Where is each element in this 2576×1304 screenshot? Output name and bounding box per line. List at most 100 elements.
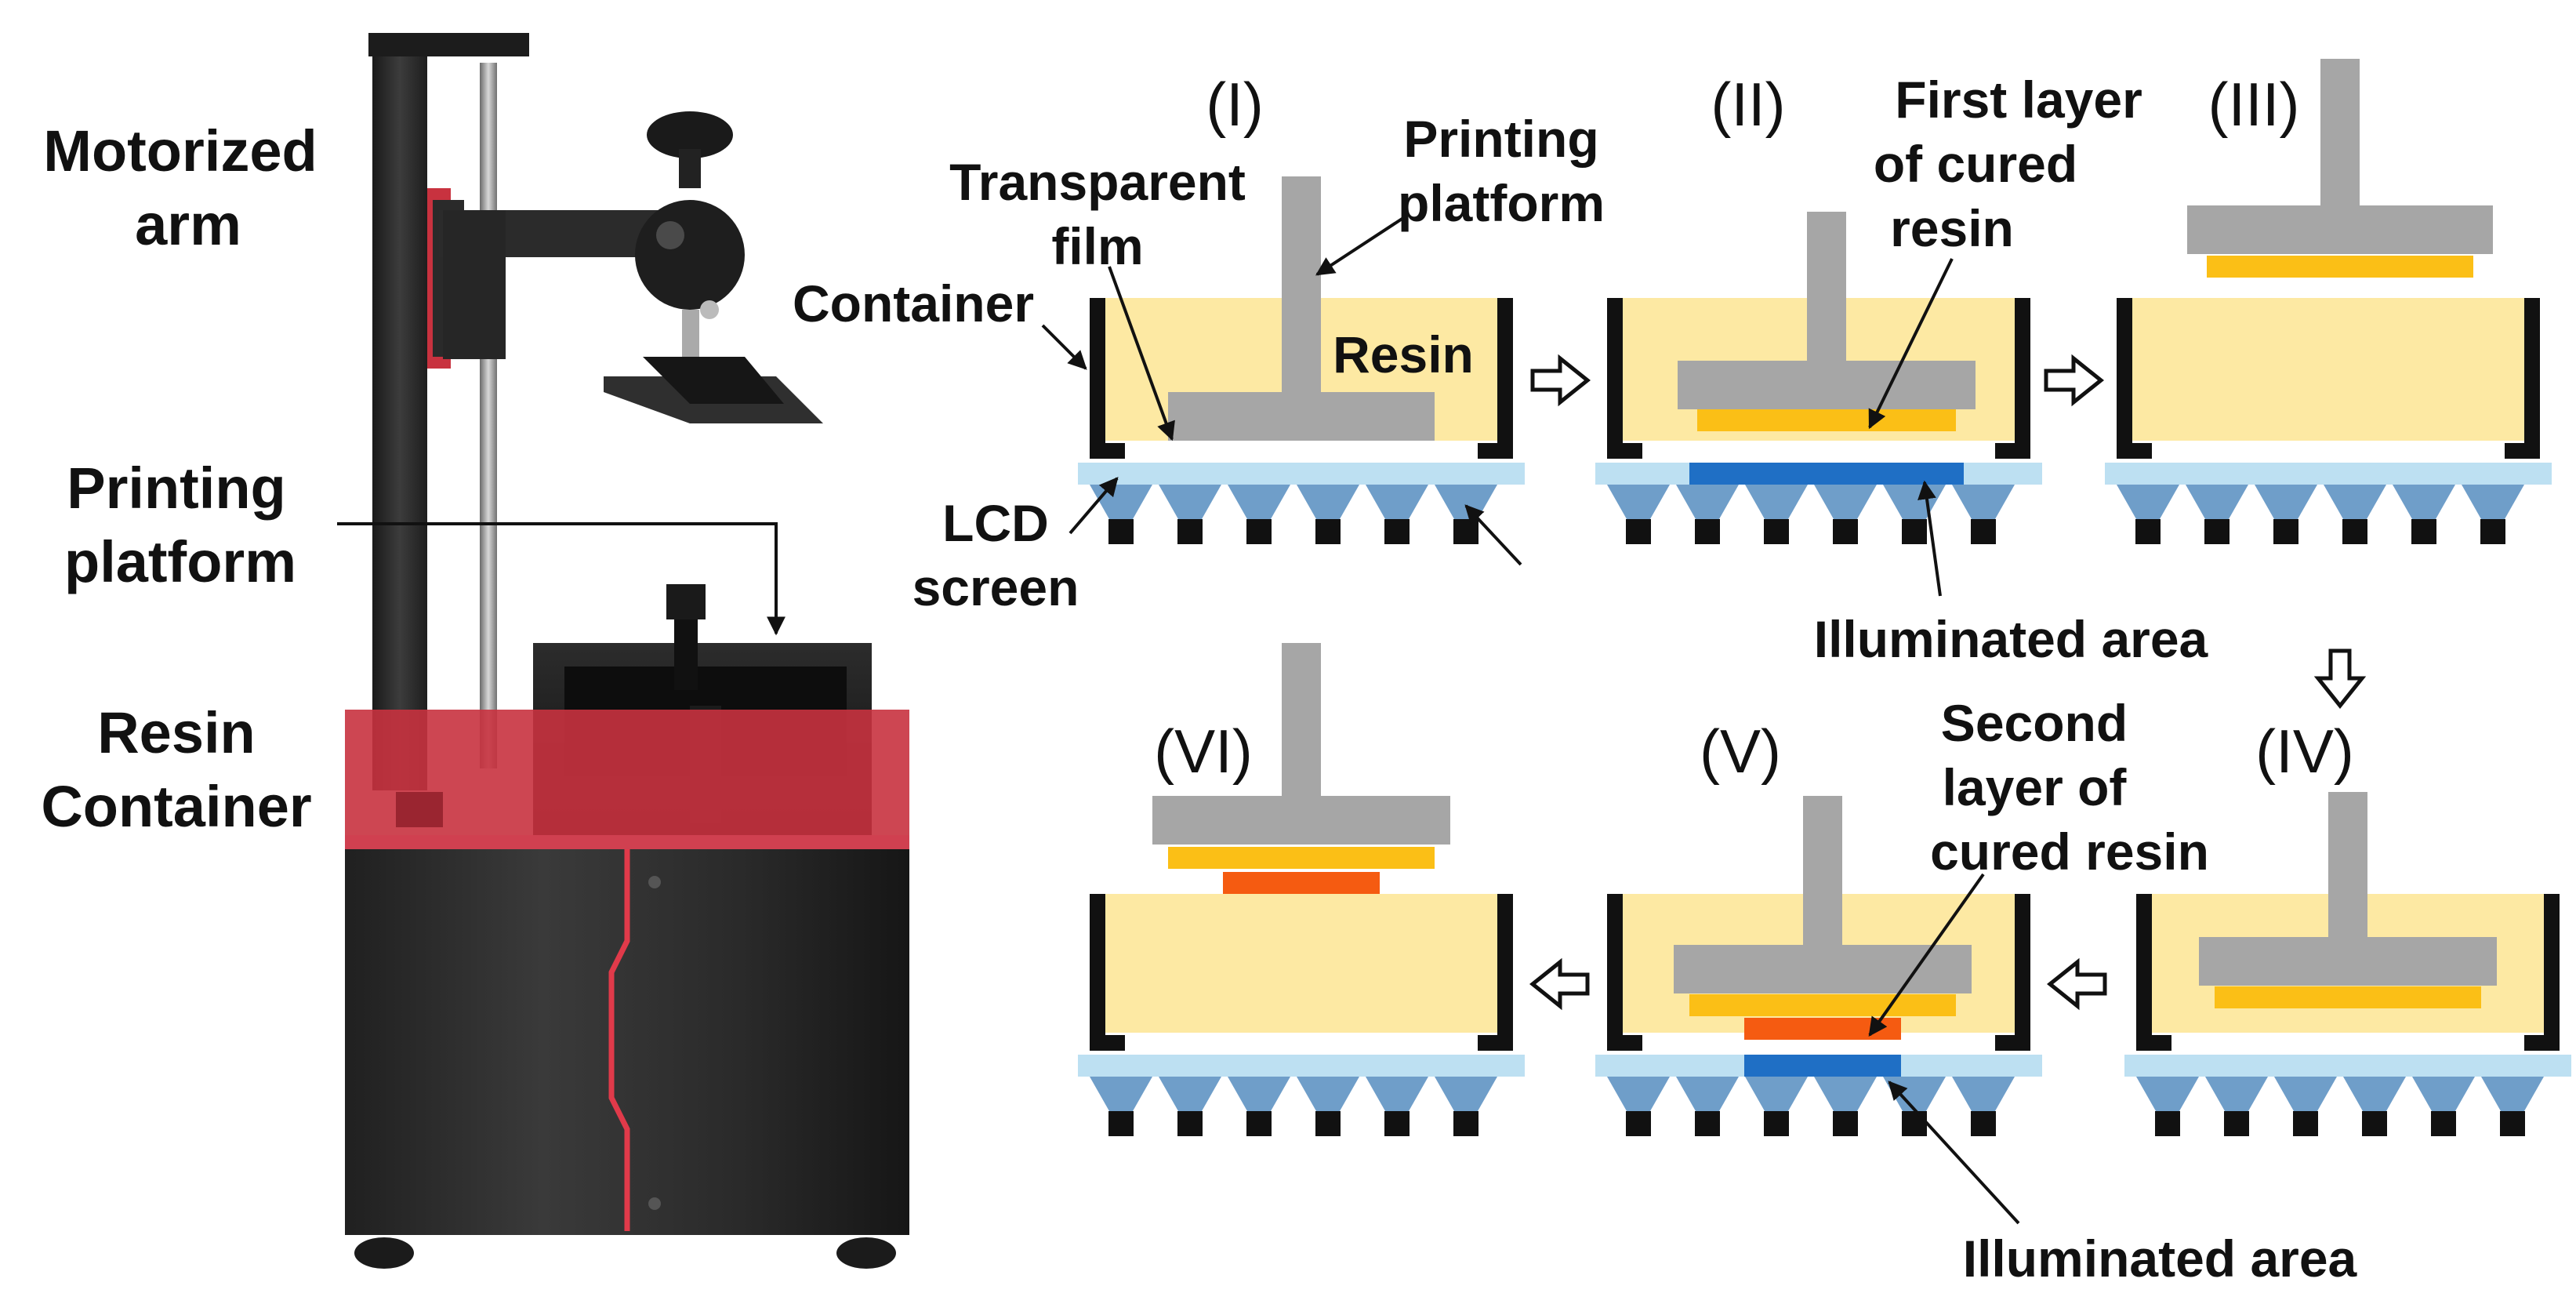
led-chip xyxy=(1384,519,1410,544)
led-funnel xyxy=(1228,1077,1290,1111)
printer-illustration: Motorized arm Printing platform Resin Co… xyxy=(41,33,909,1269)
stage-1 xyxy=(1078,176,1525,544)
led-funnel xyxy=(1814,1077,1877,1111)
container-wall xyxy=(1478,894,1513,1051)
container-wall xyxy=(2524,894,2560,1051)
led-chip xyxy=(1108,519,1134,544)
led-funnel xyxy=(2324,485,2386,519)
led-chip xyxy=(1902,519,1927,544)
flow-arrow-left xyxy=(1529,957,1590,1011)
led-funnel xyxy=(1297,1077,1359,1111)
led-chip xyxy=(1315,519,1341,544)
platform-plate xyxy=(2187,205,2493,254)
transparent-film xyxy=(2152,1033,2544,1047)
led-chip xyxy=(2135,519,2161,544)
stage-4 xyxy=(2124,792,2571,1136)
led-funnel xyxy=(2481,1077,2544,1111)
led-funnel xyxy=(1228,485,1290,519)
led-chip xyxy=(2204,519,2230,544)
transparent-film xyxy=(2132,441,2524,455)
stage-label: (II) xyxy=(1711,70,1785,139)
led-chip xyxy=(1315,1111,1341,1136)
led-funnel xyxy=(1435,485,1497,519)
led-chip xyxy=(2500,1111,2525,1136)
stage-6 xyxy=(1078,643,1525,1136)
led-chip xyxy=(2155,1111,2180,1136)
platform-plate xyxy=(2199,937,2497,986)
printing-stages xyxy=(1078,59,2571,1136)
platform-stem xyxy=(1803,796,1842,945)
joint-stem xyxy=(682,310,699,357)
stage-5 xyxy=(1595,796,2042,1136)
led-chip xyxy=(1108,1111,1134,1136)
led-chip xyxy=(1626,1111,1651,1136)
platform-leader xyxy=(1315,216,1405,276)
arm-vertical xyxy=(443,210,506,359)
stage-label: (V) xyxy=(1700,717,1781,786)
cured-layer xyxy=(1744,1018,1901,1040)
led-funnel xyxy=(1159,1077,1221,1111)
illuminated-area xyxy=(1744,1055,1901,1077)
led-funnel xyxy=(2462,485,2524,519)
led-funnel xyxy=(1435,1077,1497,1111)
label-printing-platform-stage: Printing xyxy=(1403,110,1598,168)
led-chip xyxy=(2431,1111,2456,1136)
build-plate-top xyxy=(643,357,784,404)
flow-arrow-right xyxy=(1530,354,1591,407)
led-funnel xyxy=(1676,1077,1739,1111)
illuminated-leader-1 xyxy=(1917,480,1942,597)
led-chip xyxy=(2224,1111,2249,1136)
stage-2 xyxy=(1595,212,2042,544)
label-transparent-film: film xyxy=(1051,217,1143,275)
lcd-screen xyxy=(2124,1055,2571,1077)
second-layer-leader xyxy=(1868,873,1985,1037)
led-funnel xyxy=(1366,485,1428,519)
led-chip xyxy=(1246,519,1272,544)
label-resin: Resin xyxy=(1333,325,1474,383)
cured-layer xyxy=(2207,256,2473,278)
led-chip xyxy=(1695,1111,1720,1136)
platform-stem xyxy=(1282,643,1321,796)
platform-stem xyxy=(2320,59,2360,205)
platform-stem xyxy=(2328,792,2367,937)
lcd-screen xyxy=(2105,463,2552,485)
label-printing-platform: platform xyxy=(64,529,296,594)
label-lcd-screen: screen xyxy=(912,558,1079,616)
label-first-layer: resin xyxy=(1890,199,2014,257)
led-funnel xyxy=(1676,485,1739,519)
led-funnel xyxy=(1883,1077,1946,1111)
led-funnel xyxy=(1745,485,1808,519)
label-first-layer: First layer xyxy=(1895,71,2142,129)
led-funnel xyxy=(1159,485,1221,519)
illuminated-area xyxy=(1689,463,1964,485)
platform-plate xyxy=(1674,945,1972,993)
led-chip xyxy=(2293,1111,2318,1136)
label-lcd-screen: LCD xyxy=(942,494,1049,552)
platform-plate xyxy=(1168,392,1435,441)
container-wall xyxy=(2117,298,2152,459)
stage-label: (VI) xyxy=(1154,717,1253,786)
led-funnel xyxy=(1883,485,1946,519)
tower-cap xyxy=(368,33,529,56)
led-funnel xyxy=(1607,1077,1670,1111)
base-screw xyxy=(648,876,661,888)
label-first-layer: of cured xyxy=(1874,135,2077,193)
led-chip xyxy=(1902,1111,1927,1136)
vat-clamp-knob xyxy=(666,584,706,619)
printer-base-rim xyxy=(345,835,909,849)
led-funnel xyxy=(1090,1077,1152,1111)
printer-foot xyxy=(354,1237,414,1269)
led-funnel xyxy=(2205,1077,2268,1111)
knob-stem xyxy=(679,149,701,188)
ball-highlight xyxy=(656,221,684,249)
lcd-screen xyxy=(1078,463,1525,485)
container-wall xyxy=(1478,298,1513,459)
led-funnel xyxy=(1366,1077,1428,1111)
illuminated-leader-2 xyxy=(1888,1081,2020,1225)
stage-3 xyxy=(2105,59,2552,544)
first-layer-leader xyxy=(1868,258,1954,430)
cured-layer xyxy=(1697,409,1956,431)
container-leader xyxy=(1041,324,1087,370)
ball-joint xyxy=(635,200,745,310)
printer-top-vent xyxy=(396,792,443,827)
